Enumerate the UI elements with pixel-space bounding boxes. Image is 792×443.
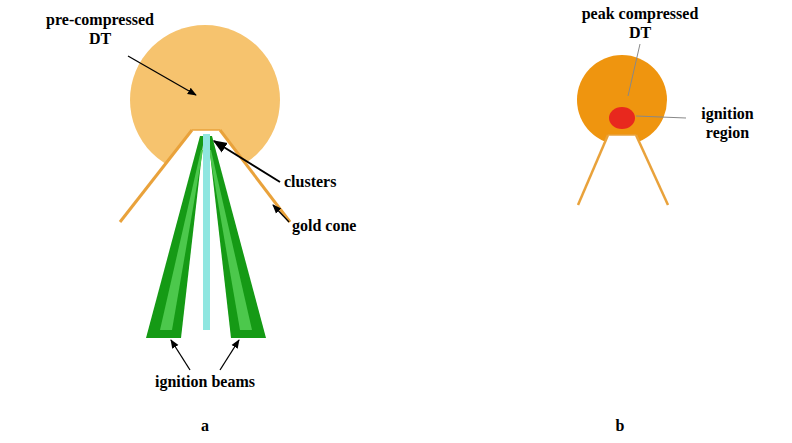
ignition-hot-spot [609,107,635,129]
leader-line [220,340,239,370]
gold-cone-wall [636,135,668,205]
part-label: peak compressed DT [573,4,708,42]
part-label: ignition beams [155,372,255,391]
leader-line [214,141,280,182]
leader-line [128,56,196,95]
cluster-beam [203,134,210,330]
ignition-beam-core [209,150,252,330]
ignition-beam [208,136,266,338]
part-label: pre-compressed DT [38,10,163,48]
part-label: gold cone [292,216,356,235]
leader-line [171,340,190,370]
part-label: clusters [284,172,336,191]
panel-letter: b [616,416,625,435]
ignition-beam [146,136,204,338]
gold-cone-tip [608,134,636,136]
panel-letter: a [201,416,209,435]
cone-cavity [578,135,668,205]
leader-line [636,116,686,118]
part-label: ignition region [690,104,765,142]
leader-line [628,44,640,96]
gold-cone-tip [192,129,220,131]
leader-line [273,205,289,222]
gold-cone-wall [578,135,608,205]
ignition-beam-core [160,150,203,330]
peak-compressed-fuel [577,55,667,145]
